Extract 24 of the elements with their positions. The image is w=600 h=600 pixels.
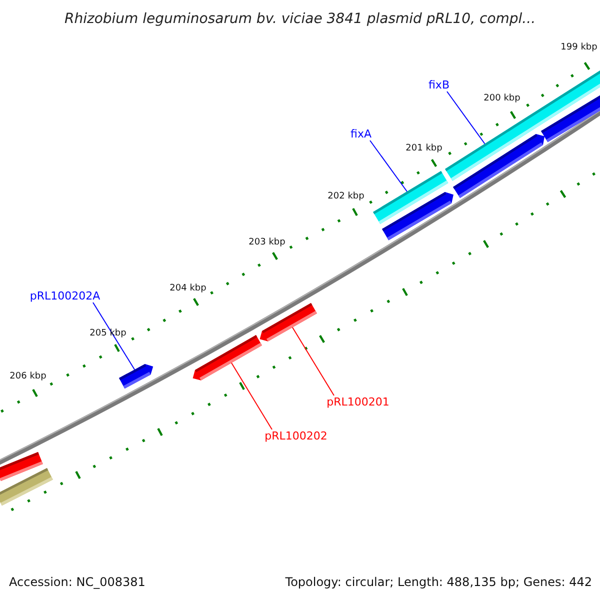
footer-text: Topology: circular; Length: 488,135 bp; Genes: 442 <box>285 574 592 591</box>
scale-label: 201 kbp <box>406 142 442 156</box>
gene-label: pRL100201 <box>326 396 390 408</box>
gene-feature <box>373 171 448 224</box>
scale-label: 204 kbp <box>170 282 206 296</box>
leader-line <box>230 362 272 430</box>
leader-line <box>92 302 136 370</box>
leader-line <box>292 326 334 396</box>
gene-feature <box>260 303 317 342</box>
footer-text: Accession: NC_008381 <box>9 574 146 591</box>
scale-label: 199 kbp <box>560 41 598 54</box>
title: Rhizobium leguminosarum bv. viciae 3841 plasmid pRL10, compl... <box>64 10 536 29</box>
leader-line <box>370 140 408 192</box>
gene-label: pRL100202A <box>30 290 100 302</box>
gene-feature <box>119 364 154 389</box>
scale-label: 206 kbp <box>10 370 46 384</box>
gene-label: pRL100202 <box>264 430 328 442</box>
leader-line <box>446 91 486 144</box>
scale-label: 200 kbp <box>484 92 520 106</box>
scale-label: 203 kbp <box>248 236 286 250</box>
gene-label: fixB <box>428 78 450 92</box>
scale-label: 202 kbp <box>328 190 364 204</box>
gene-feature <box>192 335 262 380</box>
gene-label: fixA <box>350 128 372 140</box>
